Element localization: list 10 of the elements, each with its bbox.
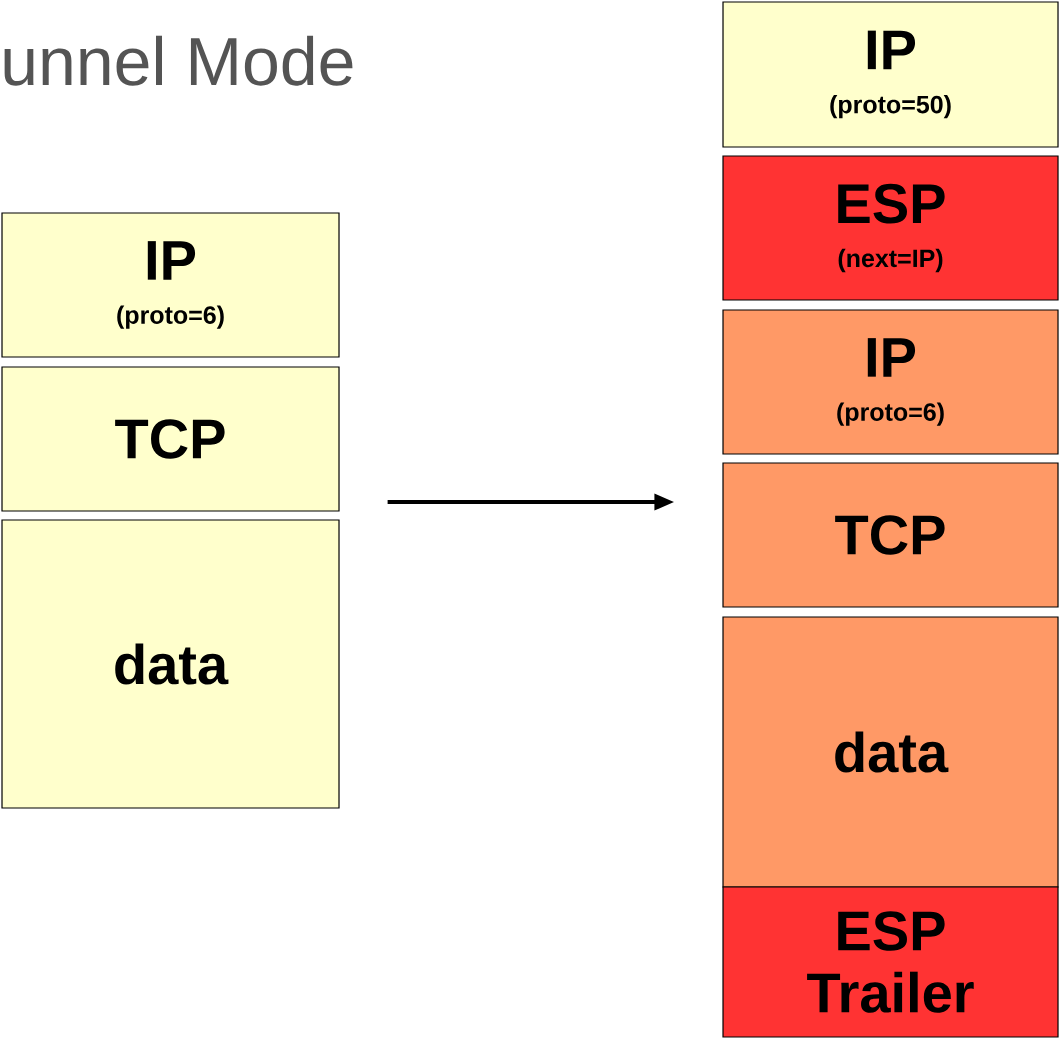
packet-field-box: data bbox=[1, 519, 340, 809]
packet-field-box: ESP (next=IP) bbox=[722, 155, 1059, 301]
packet-field-box: TCP bbox=[722, 462, 1059, 608]
title: unnel Mode bbox=[4, 35, 353, 86]
packet-field-box: TCP bbox=[1, 366, 340, 512]
packet-field-box: ESP Trailer bbox=[722, 886, 1059, 1038]
packet-field-box: data bbox=[722, 616, 1059, 888]
packet-field-box: IP (proto=50) bbox=[722, 1, 1059, 148]
packet-field-box: IP (proto=6) bbox=[1, 212, 340, 358]
packet-field-box: IP (proto=6) bbox=[722, 309, 1059, 455]
